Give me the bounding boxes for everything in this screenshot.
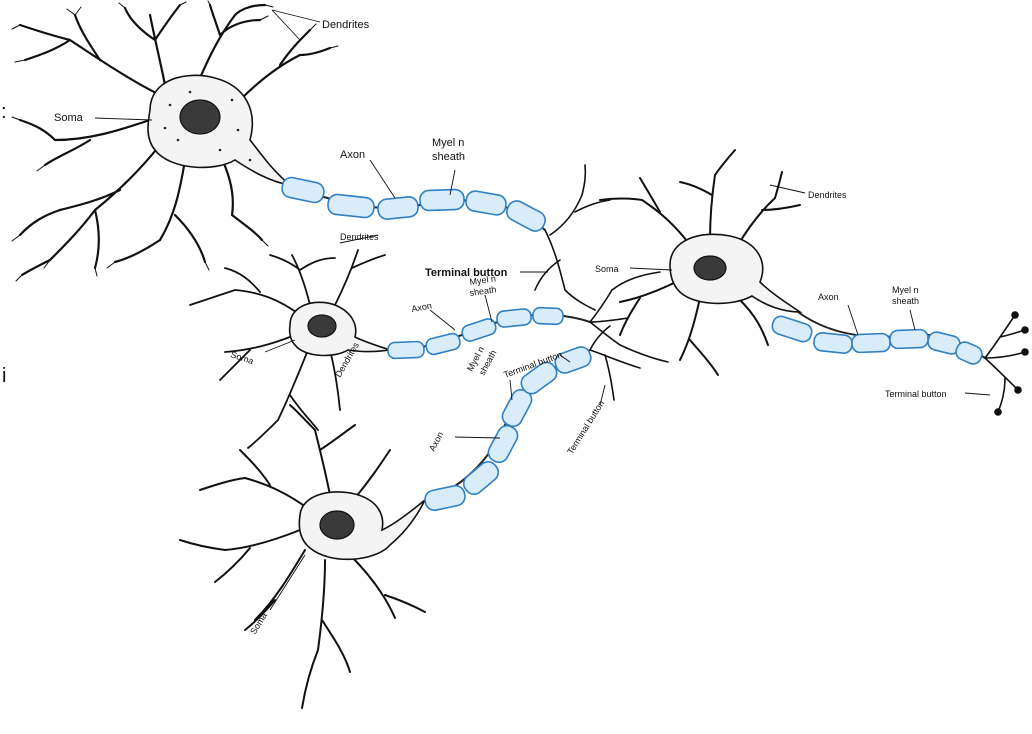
- neuron-1-nucleus: [180, 100, 220, 134]
- neuron-1-soma: [148, 75, 290, 185]
- label-soma-center-right: Soma: [595, 264, 619, 274]
- label-axon-right: Axon: [818, 292, 839, 302]
- neuron-2-soma: [290, 302, 390, 355]
- label-myelin-right-1: Myel n: [892, 285, 919, 295]
- label-terminal-button-lower-2: Terminal button: [565, 399, 606, 456]
- neuron-2: [190, 250, 590, 448]
- neuron-5-terminal-branches: [985, 312, 1028, 415]
- label-dendrites-right: Dendrites: [808, 190, 847, 200]
- label-myelin-right-2: sheath: [892, 296, 919, 306]
- neuron-5-nucleus: [694, 256, 726, 280]
- label-axon-lower: Axon: [427, 430, 445, 453]
- neuron-3-dendrites: [180, 405, 425, 708]
- neuron-5-soma: [670, 234, 800, 312]
- label-myelin-top-2: sheath: [432, 151, 465, 163]
- neuron-3-soma: [299, 492, 425, 559]
- edge-character-1: :: [1, 101, 7, 123]
- label-soma-middle: Soma: [229, 349, 254, 366]
- label-myelin-top-1: Myel n: [432, 137, 464, 149]
- label-soma-top-left: Soma: [54, 112, 84, 124]
- neuron-1-myelin-sheath: [280, 176, 548, 234]
- label-terminal-button-right: Terminal button: [885, 389, 947, 399]
- neuron-3-nucleus: [320, 511, 354, 539]
- neuron-1-axon: [280, 176, 548, 234]
- label-axon-middle: Axon: [411, 301, 433, 314]
- neuron-5-axon: [770, 312, 985, 367]
- neuron-2-nucleus: [308, 315, 336, 337]
- neuron-5-myelin-sheath: [770, 314, 984, 366]
- neuron-1: [12, 1, 548, 281]
- edge-character-2: i: [2, 365, 6, 387]
- label-axon-top: Axon: [340, 149, 365, 161]
- label-dendrites-top: Dendrites: [322, 19, 370, 31]
- neuron-3: [180, 344, 593, 708]
- label-dendrites-middle: Dendrites: [340, 232, 379, 242]
